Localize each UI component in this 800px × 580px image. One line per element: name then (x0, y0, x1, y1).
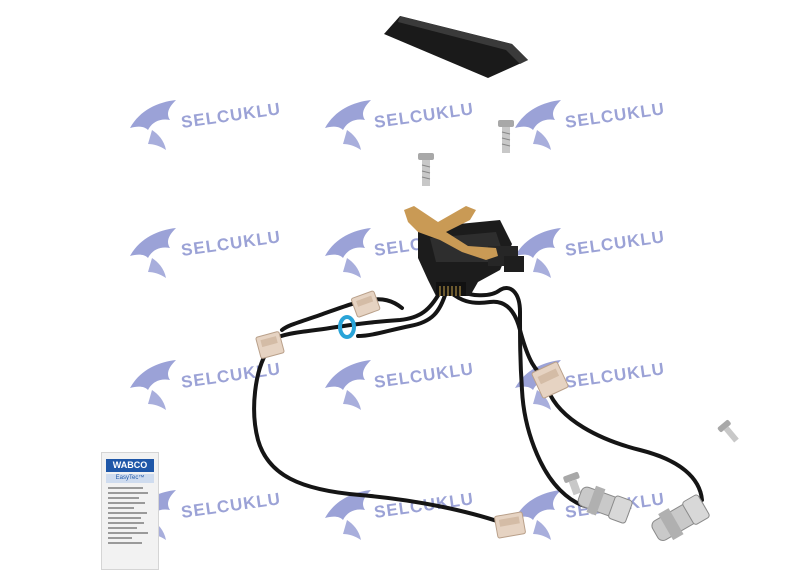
screw-top (498, 120, 514, 153)
cable-clip (338, 315, 356, 339)
label-fine-print (108, 487, 152, 547)
watermark-text: SELCUKLU (373, 359, 475, 392)
watermark-logos (130, 100, 561, 540)
watermark-text: SELCUKLU (180, 489, 282, 522)
connector-bottom (494, 511, 526, 539)
adhesive-tape (404, 206, 498, 260)
watermark-text: SELCUKLU (564, 99, 666, 132)
metal-sensor-left (577, 485, 633, 524)
watermark-text: SELCUKLU (373, 99, 475, 132)
connector-top (351, 290, 381, 318)
screw-bottom (563, 471, 582, 496)
connector-left (255, 331, 285, 359)
screw-left (418, 153, 434, 186)
product-label-card: WABCO EasyTec™ (101, 452, 159, 570)
cover-pad (384, 16, 528, 78)
wiring-harness (252, 286, 704, 524)
watermark-text: SELCUKLU (373, 489, 475, 522)
watermark-text: SELCUKLU (180, 99, 282, 132)
watermark-text: SELCUKLU (180, 359, 282, 392)
label-product: EasyTec™ (106, 474, 154, 483)
watermark-text: SELCUKLU (564, 359, 666, 392)
connector-right (531, 361, 569, 399)
metal-sensor-right (651, 494, 710, 541)
watermark-text: SELCUKLU (180, 227, 282, 260)
watermark-text: SELCUKLU (564, 227, 666, 260)
label-brand: WABCO (106, 459, 154, 472)
screw-right (717, 420, 739, 443)
